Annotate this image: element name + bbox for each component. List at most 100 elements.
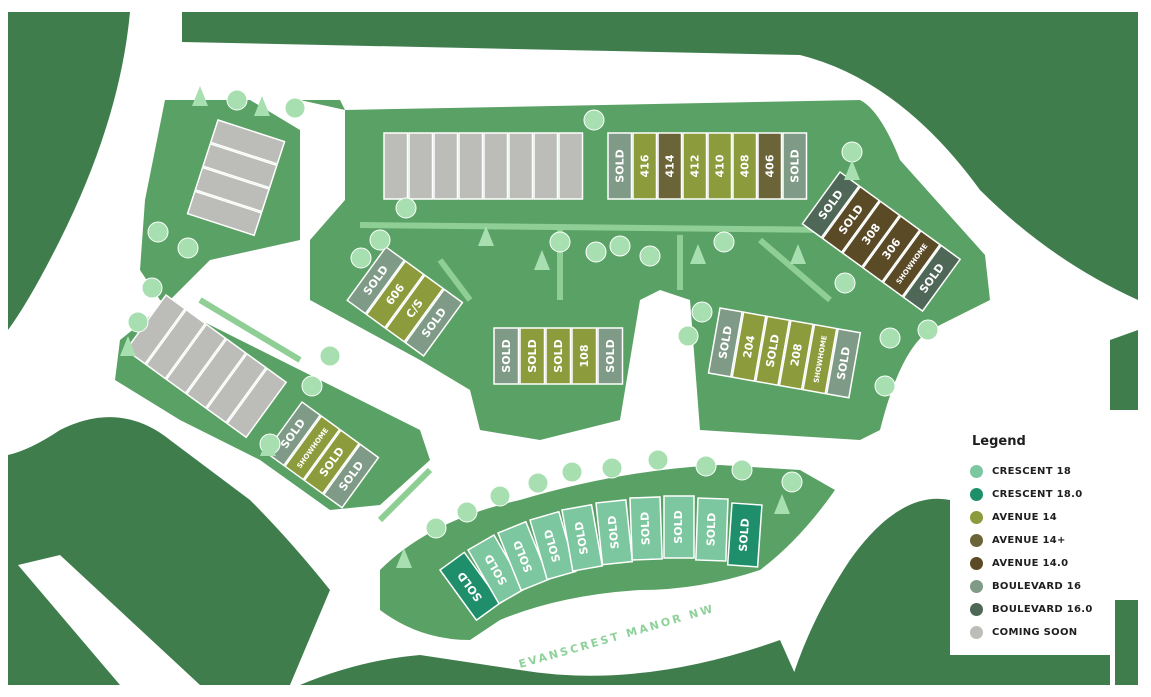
lot[interactable] [632, 132, 658, 200]
pine-tree-icon [844, 160, 860, 180]
lot-label: 406 [764, 154, 777, 177]
lot[interactable] [404, 288, 464, 357]
pine-tree-icon [396, 548, 412, 568]
lot-label: SOLD [789, 149, 802, 182]
lot-label: 108 [578, 345, 591, 368]
lot[interactable] [757, 132, 783, 200]
lot[interactable] [595, 499, 634, 566]
tree-icon [425, 517, 447, 539]
lot[interactable] [695, 497, 729, 562]
legend-label: AVENUE 14 [992, 511, 1058, 523]
tree-icon [841, 141, 863, 163]
lot[interactable] [561, 503, 604, 572]
lot[interactable] [185, 338, 247, 409]
lot[interactable] [571, 327, 598, 385]
pine-tree-icon [690, 244, 706, 264]
lot[interactable] [433, 132, 459, 200]
tree-icon [609, 235, 631, 257]
pine-tree-icon [120, 336, 136, 356]
legend-label: BOULEVARD 16 [992, 580, 1082, 592]
pine-tree-icon [774, 494, 790, 514]
lot[interactable] [145, 308, 207, 380]
lot[interactable] [597, 327, 624, 385]
legend-item: AVENUE 14 [970, 508, 1057, 526]
lot[interactable] [408, 132, 434, 200]
lot[interactable] [519, 327, 546, 385]
lot[interactable] [841, 200, 901, 269]
lot-label: SOLD [526, 339, 539, 372]
lot[interactable] [629, 496, 663, 561]
lot[interactable] [545, 327, 572, 385]
lot[interactable] [882, 229, 941, 298]
lot[interactable] [902, 244, 962, 313]
legend-label: CRESCENT 18 [992, 465, 1072, 477]
legend-label: COMING SOON [992, 626, 1078, 638]
lot[interactable] [732, 132, 758, 200]
pine-tree-icon [260, 436, 276, 456]
crescent-lot-group: SOLD [695, 497, 729, 562]
lot[interactable] [657, 132, 683, 200]
lot[interactable] [726, 502, 763, 568]
lot-label: 408 [739, 155, 752, 178]
tree-icon [874, 375, 896, 397]
legend-swatch [970, 625, 983, 639]
lot[interactable] [483, 132, 509, 200]
park-top-left [8, 12, 130, 330]
lot[interactable] [186, 190, 263, 237]
lot[interactable] [383, 132, 409, 200]
lot[interactable] [731, 311, 767, 382]
lot[interactable] [802, 323, 838, 395]
lot[interactable] [346, 245, 406, 315]
lot[interactable] [458, 132, 484, 200]
legend-swatch [970, 579, 983, 593]
lot[interactable] [607, 132, 633, 200]
lot-label: 204 [741, 334, 758, 359]
crescent-lot-group: SOLD [629, 496, 663, 561]
lot[interactable] [497, 520, 551, 592]
lot-label: SOLD [672, 510, 685, 543]
lot[interactable] [707, 132, 733, 200]
lot[interactable] [194, 166, 271, 213]
legend-swatch [970, 510, 983, 524]
lot-label: SOLD [638, 512, 652, 546]
lot[interactable] [205, 352, 267, 424]
block-coming-soon-top [383, 132, 584, 200]
tree-icon [369, 229, 391, 251]
lot[interactable] [778, 319, 814, 391]
lot[interactable] [663, 495, 695, 559]
lot-label: SOLD [704, 513, 718, 547]
lot[interactable] [322, 443, 380, 509]
lot[interactable] [508, 132, 534, 200]
lot[interactable] [782, 132, 808, 200]
lot[interactable] [821, 185, 881, 254]
path-network [198, 222, 841, 523]
legend-item: CRESCENT 18 [970, 462, 1071, 480]
lot[interactable] [493, 327, 520, 385]
pine-tree-icon [254, 96, 270, 116]
lot[interactable] [202, 142, 278, 189]
lot[interactable] [533, 132, 559, 200]
lot[interactable] [365, 260, 425, 329]
lot-label: SOLD [604, 339, 617, 372]
lot[interactable] [862, 215, 921, 283]
lot[interactable] [303, 429, 361, 495]
tree-icon [691, 301, 713, 323]
crescent-lot-group: SOLD [438, 551, 502, 622]
lot[interactable] [209, 119, 286, 165]
lot[interactable] [754, 315, 791, 387]
lot[interactable] [707, 307, 744, 378]
lot[interactable] [558, 132, 584, 200]
lot[interactable] [165, 323, 227, 395]
lot[interactable] [264, 400, 322, 467]
legend-item: BOULEVARD 16.0 [970, 600, 1093, 618]
lot[interactable] [438, 551, 502, 622]
tree-icon [917, 319, 939, 341]
lot[interactable] [283, 415, 341, 481]
tree-icon [695, 455, 717, 477]
lot[interactable] [682, 132, 708, 200]
lot[interactable] [825, 327, 862, 399]
lot[interactable] [384, 274, 445, 343]
lot[interactable] [226, 367, 288, 439]
tree-icon [226, 89, 248, 111]
